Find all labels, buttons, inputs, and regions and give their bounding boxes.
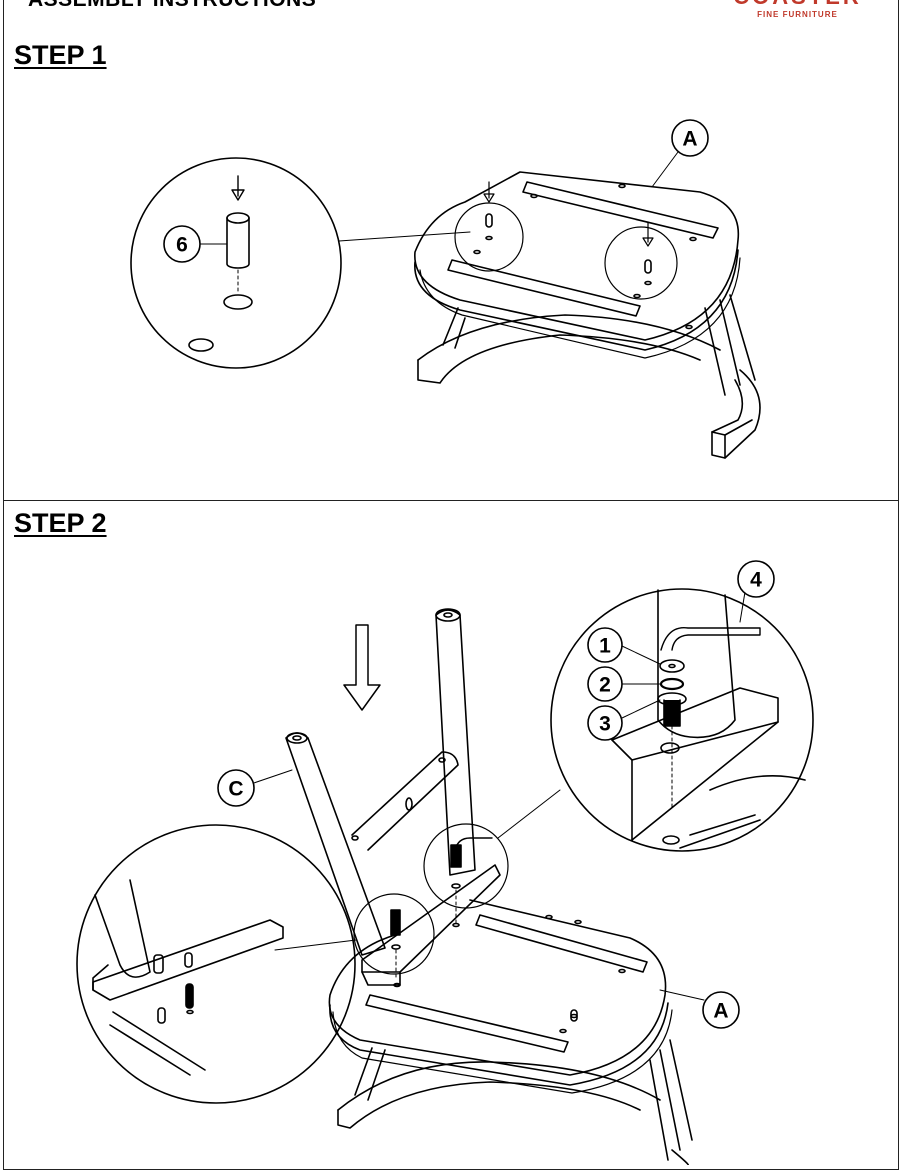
callout-1-label: 1 (599, 635, 611, 658)
callout-6-circle (163, 225, 201, 263)
callout-2-circle (587, 666, 623, 702)
step-1-detail-circle (130, 157, 471, 369)
callout-a2-circle (702, 991, 740, 1029)
step-2-dowel-detail (76, 824, 357, 1104)
step-2-down-arrow (343, 624, 381, 711)
step-2-title: STEP 2 (14, 508, 107, 538)
callout-4-label: 4 (750, 569, 762, 592)
callout-3-label: 3 (599, 713, 611, 736)
document-title: ASSEMBLY INSTRUCTIONS (28, 0, 316, 12)
callout-2-label: 2 (599, 674, 611, 697)
brand-name: COASTER (705, 0, 890, 8)
brand-logo: COASTER FINE FURNITURE (705, 0, 890, 19)
callout-c-label: C (228, 778, 243, 801)
step-2-seat (328, 899, 705, 1165)
callout-6-label: 6 (176, 234, 188, 257)
callout-a1-label: A (682, 128, 697, 151)
callout-c-circle (217, 769, 255, 807)
step-2-panel (3, 500, 899, 1170)
callout-a1-circle (671, 119, 709, 157)
callout-4-circle (737, 560, 775, 598)
step-2-hardware-detail (497, 588, 814, 852)
callout-a2-label: A (713, 1000, 728, 1023)
step-1-title: STEP 1 (14, 40, 107, 70)
callout-1-circle (587, 627, 623, 663)
callout-3-circle (587, 705, 623, 741)
step-1-seat (414, 151, 761, 459)
step-2-leg-assembly (244, 608, 509, 988)
brand-tagline: FINE FURNITURE (757, 10, 838, 19)
